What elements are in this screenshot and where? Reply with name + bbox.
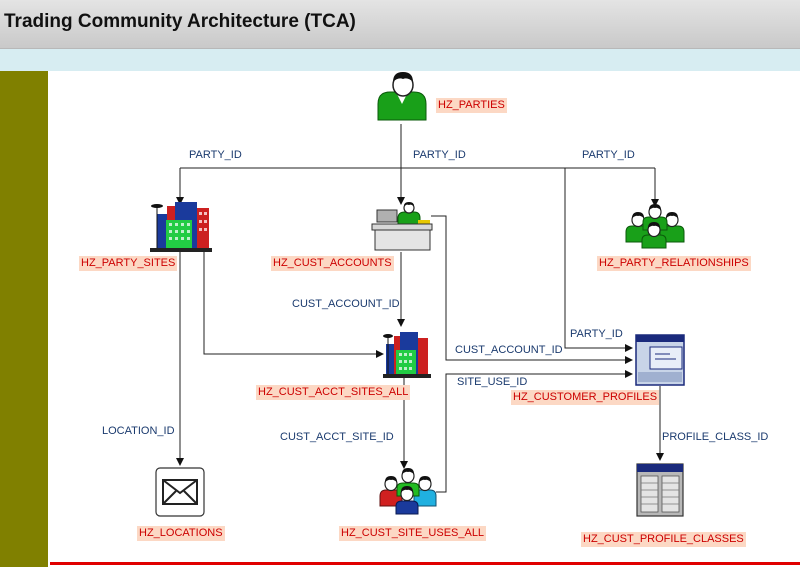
entity-label-hz-cust-site-uses-all: HZ_CUST_SITE_USES_ALL [339, 526, 487, 541]
key-label-cust-account-id: CUST_ACCOUNT_ID [292, 298, 400, 310]
connector-party-id-profiles [564, 168, 633, 352]
left-accent-bar [0, 71, 48, 567]
key-label-cust-account-id: CUST_ACCOUNT_ID [455, 344, 563, 356]
key-label-party-id: PARTY_ID [582, 149, 635, 161]
connector-party-sites-to-acct-sites [203, 250, 384, 358]
people-group-icon [379, 468, 437, 515]
people-group-icon [625, 204, 685, 249]
person-icon [377, 72, 427, 121]
entity-label-hz-cust-profile-classes: HZ_CUST_PROFILE_CLASSES [581, 532, 746, 547]
connector-accounts-to-profiles [431, 215, 633, 364]
key-label-site-use-id: SITE_USE_ID [457, 376, 528, 388]
entity-label-hz-party-relationships: HZ_PARTY_RELATIONSHIPS [597, 256, 751, 271]
entity-label-hz-customer-profiles: HZ_CUSTOMER_PROFILES [511, 390, 660, 405]
key-label-cust-acct-site-id: CUST_ACCT_SITE_ID [280, 431, 394, 443]
profile-window-icon [635, 334, 685, 386]
entity-label-hz-locations: HZ_LOCATIONS [137, 526, 225, 541]
building-icon [150, 202, 212, 252]
key-label-party-id: PARTY_ID [189, 149, 242, 161]
page-title: Trading Community Architecture (TCA) [4, 11, 356, 32]
key-label-location-id: LOCATION_ID [102, 425, 175, 437]
key-label-profile-class-id: PROFILE_CLASS_ID [662, 431, 769, 443]
building-icon [383, 332, 431, 378]
entity-label-hz-cust-accounts: HZ_CUST_ACCOUNTS [271, 256, 394, 271]
profile-class-table-icon [636, 463, 684, 517]
key-label-party-id: PARTY_ID [413, 149, 466, 161]
bottom-rule [50, 562, 800, 565]
entity-label-hz-cust-acct-sites-all: HZ_CUST_ACCT_SITES_ALL [256, 385, 411, 400]
key-label-party-id: PARTY_ID [570, 328, 623, 340]
connector-site-uses-to-profiles [436, 370, 633, 493]
envelope-icon [155, 467, 205, 517]
title-bar: Trading Community Architecture (TCA) [0, 0, 800, 49]
entity-label-hz-parties: HZ_PARTIES [436, 98, 507, 113]
entity-label-hz-party-sites: HZ_PARTY_SITES [79, 256, 178, 271]
desk-icon [371, 202, 433, 251]
header-band [0, 49, 800, 71]
